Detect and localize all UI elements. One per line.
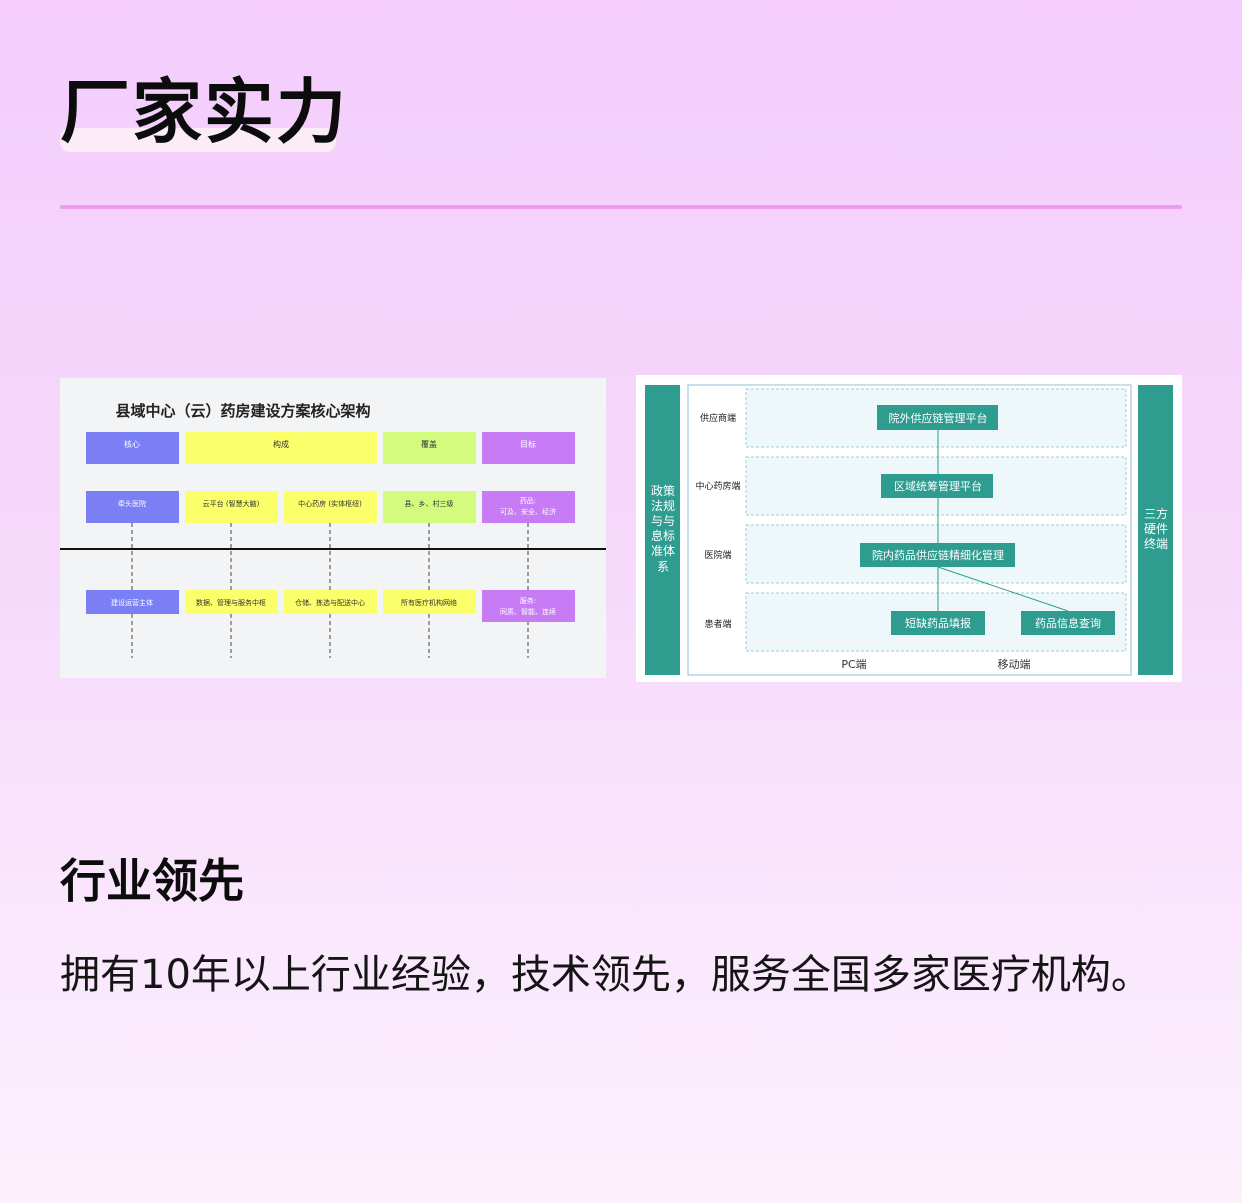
box-external-supply-label: 院外供应链管理平台: [889, 411, 988, 425]
svg-text:硬件: 硬件: [1144, 522, 1168, 536]
bottom-box-4: [383, 590, 476, 614]
footer-mobile-label: 移动端: [998, 658, 1031, 671]
bottom-box-4-label: 所有医疗机构网络: [401, 598, 457, 607]
dashed-connectors: [131, 523, 529, 658]
header-goal-label: 目标: [520, 439, 536, 449]
title-highlight: [60, 128, 336, 152]
box-shortage-label: 短缺药品填报: [905, 616, 971, 630]
bottom-box-5-label-b: 同质、智能、连续: [500, 607, 556, 616]
top-box-5-label-a: 药品:: [520, 496, 536, 505]
bottom-box-3-label: 仓储、拣选与配送中心: [295, 598, 365, 607]
bottom-box-2-label: 数据、管理与服务中枢: [196, 598, 266, 607]
box-external-supply-platform: [877, 405, 998, 430]
footer-pc-label: PC端: [841, 658, 866, 671]
bottom-box-5-label-a: 服务:: [520, 596, 536, 605]
svg-text:患者端: 患者端: [704, 618, 731, 630]
section-body: 拥有10年以上行业经验，技术领先，服务全国多家医疗机构。: [60, 952, 1151, 998]
page-title-wrap: 厂家实力: [60, 70, 348, 154]
outer-frame: [687, 384, 1132, 676]
box-drug-info-label: 药品信息查询: [1035, 616, 1101, 630]
right-hardware-band: [1138, 385, 1173, 675]
bottom-box-3: [284, 590, 377, 614]
svg-text:中心药房端: 中心药房端: [695, 480, 740, 492]
svg-text:医院端: 医院端: [704, 549, 731, 561]
header-compose-label: 构成: [273, 439, 289, 449]
bottom-box-2: [185, 590, 278, 614]
box-drug-info-query: [1021, 611, 1115, 635]
top-box-2: [185, 491, 278, 523]
svg-text:终端: 终端: [1144, 536, 1168, 551]
svg-text:供应商端: 供应商端: [700, 412, 736, 424]
header-coverage-label: 覆盖: [421, 439, 437, 449]
header-core-label: 核心: [124, 439, 140, 449]
header-core-box: [86, 432, 179, 464]
supply-chain-diagram: 政策 法规 与与 息标 准体 系 三方 硬件 终端 供应商端 中心药房端 医院端: [645, 384, 1173, 676]
box-hospital-supply-mgmt: [860, 543, 1015, 567]
left-policy-band: [645, 385, 680, 675]
diagram-title: 县域中心（云）药房建设方案核心架构: [115, 402, 370, 420]
bottom-box-1: [86, 590, 179, 614]
svg-text:三方: 三方: [1144, 506, 1168, 521]
svg-text:与与: 与与: [651, 514, 675, 528]
bottom-box-5: [482, 590, 575, 622]
top-box-3: [284, 491, 377, 523]
top-box-2-label: 云平台 (智慧大脑): [203, 499, 260, 508]
svg-text:政策: 政策: [651, 484, 675, 498]
top-box-1: [86, 491, 179, 523]
architecture-diagram: 县域中心（云）药房建设方案核心架构 核心 构成 覆盖 目标 牵头医院 云平台 (…: [60, 402, 606, 658]
supply-chain-diagram-image: 政策 法规 与与 息标 准体 系 三方 硬件 终端 供应商端 中心药房端 医院端: [636, 375, 1182, 682]
top-box-4: [383, 491, 476, 523]
svg-text:息标: 息标: [651, 528, 675, 543]
bottom-box-1-label: 建设运营主体: [111, 598, 153, 607]
header-compose-box: [185, 432, 377, 464]
top-box-1-label: 牵头医院: [118, 499, 146, 508]
page-title: 厂家实力: [60, 71, 348, 153]
top-box-5-label-b: 可及、安全、经济: [500, 507, 556, 516]
right-band-text: 三方 硬件 终端: [1144, 506, 1168, 551]
row-labels: 供应商端 中心药房端 医院端 患者端: [695, 412, 740, 630]
flow-connectors: [937, 430, 1069, 612]
top-box-3-label: 中心药房 (实体枢纽): [298, 499, 362, 508]
svg-text:系: 系: [657, 560, 669, 574]
section-heading: 行业领先: [60, 854, 244, 908]
header-goal-box: [482, 432, 575, 464]
top-box-5: [482, 491, 575, 523]
svg-text:法规: 法规: [651, 498, 675, 513]
left-band-text: 政策 法规 与与 息标 准体 系: [651, 484, 675, 574]
svg-text:准体: 准体: [651, 544, 675, 558]
divider: [60, 205, 1182, 209]
box-shortage-report: [891, 611, 985, 635]
box-regional-label: 区域统筹管理平台: [894, 479, 982, 493]
top-box-4-label: 县、乡、村三级: [405, 499, 454, 508]
box-hospital-supply-label: 院内药品供应链精细化管理: [872, 548, 1004, 562]
box-regional-platform: [881, 474, 993, 498]
header-coverage-box: [383, 432, 476, 464]
architecture-diagram-image: 县域中心（云）药房建设方案核心架构 核心 构成 覆盖 目标 牵头医院 云平台 (…: [60, 378, 606, 678]
